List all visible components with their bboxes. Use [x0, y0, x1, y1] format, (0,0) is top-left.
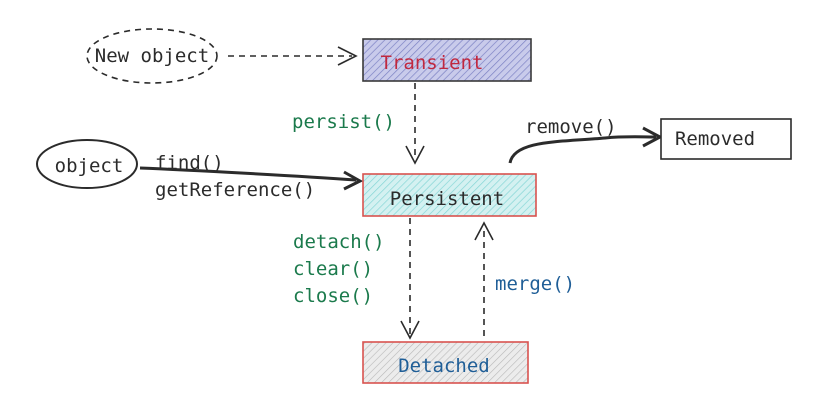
removed-label: Removed: [675, 128, 755, 150]
detach-label: detach(): [293, 231, 385, 253]
arrow-remove: [508, 126, 664, 164]
remove-label: remove(): [525, 116, 617, 138]
transient-node: Transient: [362, 38, 532, 82]
find-label: find(): [155, 152, 224, 174]
arrow-merge: [474, 221, 494, 336]
object-label: object: [55, 155, 124, 177]
clear-label: clear(): [293, 258, 373, 280]
merge-label: merge(): [495, 273, 575, 295]
get-reference-label: getReference(): [155, 179, 315, 201]
persistent-label: Persistent: [390, 188, 504, 210]
removed-node: Removed: [660, 118, 792, 160]
detached-node: Detached: [362, 341, 529, 384]
transient-label: Transient: [381, 52, 484, 74]
arrow-persist: [405, 83, 425, 165]
new-object-node: New object: [86, 28, 218, 84]
persist-label: persist(): [292, 111, 395, 133]
new-object-label: New object: [95, 45, 209, 67]
object-node: object: [36, 139, 138, 189]
detached-label: Detached: [398, 355, 490, 377]
arrow-detach: [400, 218, 420, 340]
persistent-node: Persistent: [362, 173, 537, 217]
arrow-new-to-transient: [228, 46, 358, 66]
arrow-find: [139, 166, 364, 191]
close-label: close(): [293, 285, 373, 307]
